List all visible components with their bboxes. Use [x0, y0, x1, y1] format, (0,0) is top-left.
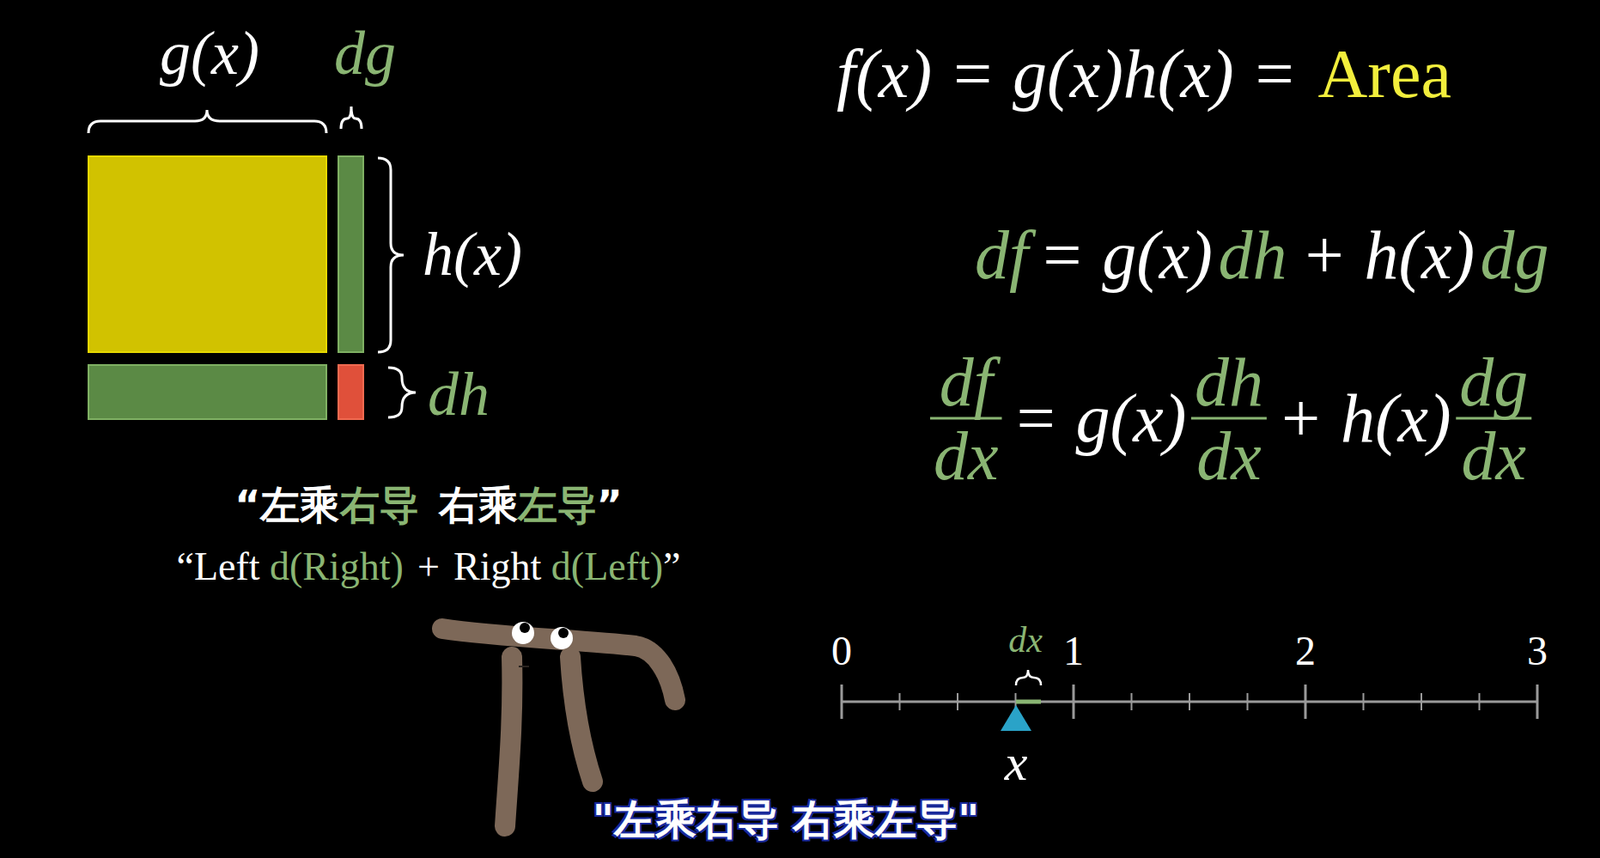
pi-eye [511, 621, 535, 645]
mnemonic-english: d(Left) [551, 547, 664, 587]
bracket-label: dg [334, 22, 396, 85]
minor-tick [1131, 693, 1133, 711]
dx-label: dx [1008, 621, 1043, 658]
axis-number: 1 [1063, 630, 1084, 672]
pi-right-leg [570, 657, 593, 782]
dh-brace [388, 367, 416, 418]
minor-tick [899, 693, 901, 711]
minor-tick [956, 693, 959, 711]
formula-term: dh [1217, 220, 1287, 290]
pi-left-leg [504, 657, 512, 827]
formula-term: = g(x) [1012, 383, 1187, 453]
dg-strip [338, 156, 364, 353]
mnemonic-english: “Left [176, 547, 260, 587]
formula-term: = g(x) [1038, 220, 1213, 290]
area-label: Area [1318, 39, 1452, 109]
axis-number: 0 [831, 630, 852, 672]
fraction-term: dh [1194, 347, 1264, 417]
formula-term: f(x) = g(x)h(x) = [836, 39, 1298, 109]
formula-term: dg [1480, 220, 1550, 290]
major-tick [1536, 684, 1540, 719]
dh-strip [88, 365, 327, 420]
variable-label: x [1004, 736, 1029, 789]
pi-creature [442, 621, 676, 827]
pi-pupil [519, 622, 530, 633]
major-tick [1072, 684, 1076, 719]
mnemonic-english: Right [453, 547, 542, 587]
fraction-term: dx [1196, 421, 1262, 491]
pi-pupil [558, 627, 569, 639]
axis-number: 2 [1295, 630, 1316, 672]
bracket-label: dh [427, 363, 490, 426]
fraction-term: dx [933, 421, 999, 491]
minor-tick [1188, 693, 1191, 711]
formula-term: + h(x) [1300, 220, 1475, 290]
pi-mouth [518, 665, 530, 668]
mnemonic-text: 左导 [517, 485, 597, 525]
fraction-term: dg [1459, 347, 1528, 417]
major-tick [840, 684, 844, 719]
dx-segment [1015, 699, 1041, 705]
bracket-label: g(x) [159, 22, 260, 85]
mnemonic-text: ” [596, 485, 623, 525]
minor-tick [1420, 693, 1423, 711]
minor-tick [1247, 693, 1249, 711]
width-brace [88, 109, 327, 134]
corner-square [338, 365, 364, 420]
minor-tick [1478, 693, 1481, 711]
bracket-label: h(x) [422, 223, 523, 286]
height-brace [377, 158, 404, 353]
formula-term: df [974, 220, 1029, 290]
fraction-term: dx [1461, 421, 1527, 491]
major-tick [1304, 684, 1308, 719]
mnemonic-text: 右乘 [438, 485, 518, 525]
subtitle: "左乘右导 右乘左导" [592, 798, 980, 840]
mnemonic-english: d(Right) [269, 547, 404, 587]
dg-brace [340, 106, 362, 129]
mnemonic-english: ” [663, 547, 681, 587]
fraction-bar [1455, 417, 1532, 420]
fraction-bar [1191, 417, 1267, 420]
minor-tick [1362, 693, 1365, 711]
fraction-bar [930, 417, 1003, 420]
dx-brace [1015, 669, 1041, 686]
area-rectangle [88, 156, 327, 353]
number-line [841, 669, 1538, 731]
fraction-term: df [939, 347, 993, 417]
pi-eye [550, 626, 573, 650]
formula-term: + h(x) [1277, 383, 1452, 453]
mnemonic-english: + [417, 547, 440, 587]
axis-number: 3 [1526, 630, 1548, 672]
x-pointer [1000, 705, 1032, 731]
mnemonic-text: 右导 [340, 485, 420, 525]
mnemonic-text: “左乘 [234, 485, 340, 525]
